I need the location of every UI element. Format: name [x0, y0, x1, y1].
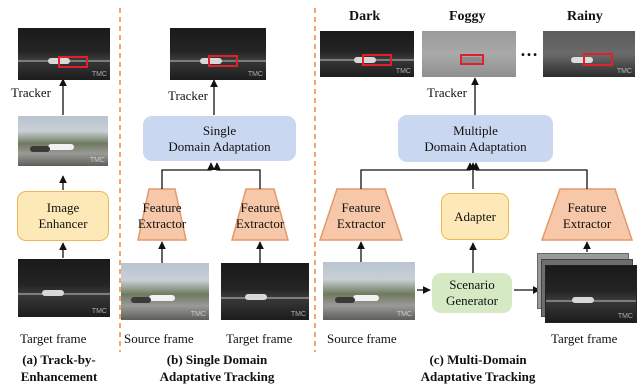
car: [353, 295, 379, 301]
feature-extractor-b-right-shape: [231, 188, 289, 241]
car: [149, 295, 175, 301]
tracker-label-a: Tracker: [11, 85, 51, 100]
tracking-bbox: [362, 54, 392, 66]
caption-a-line2: Enhancement: [20, 369, 98, 384]
tracking-bbox: [208, 55, 238, 67]
car: [335, 297, 355, 303]
header-foggy: Foggy: [449, 9, 486, 24]
watermark: TMC: [91, 308, 107, 315]
car: [354, 57, 376, 63]
car: [572, 297, 594, 303]
image-c-dark: TMC: [320, 31, 414, 77]
image-b-target-frame: TMC: [221, 263, 309, 320]
scenario-generator-box: Scenario Generator: [432, 273, 512, 313]
caption-c-line2: Adaptative Tracking: [420, 369, 536, 384]
watermark: TMC: [91, 71, 107, 78]
image-c-target-frame: TMC: [545, 265, 637, 323]
car: [42, 290, 64, 296]
arrow-b-fe-left-to-sda: [161, 162, 215, 189]
car: [245, 294, 267, 300]
multiple-domain-adaptation-box: Multiple Domain Adaptation: [398, 115, 553, 162]
tracker-label-b: Tracker: [168, 88, 208, 103]
feature-extractor-b-left-shape: [137, 188, 187, 241]
caption-b-line1: (b) Single Domain: [166, 352, 268, 367]
caption-c-line1: (c) Multi-Domain: [429, 352, 527, 367]
image-c-foggy: [422, 31, 516, 77]
watermark: TMC: [617, 313, 633, 320]
image-b-tracking-result: TMC: [170, 28, 266, 80]
ellipsis: …: [520, 40, 538, 60]
car: [571, 57, 593, 63]
target-frame-label-c: Target frame: [551, 331, 618, 346]
image-a-enhanced: TMC: [18, 116, 108, 166]
car: [48, 144, 74, 150]
image-enhancer-box: Image Enhancer: [17, 191, 109, 241]
header-rainy: Rainy: [567, 9, 603, 24]
caption-a-line1: (a) Track-by-: [22, 352, 96, 367]
road-line: [18, 293, 110, 295]
tracking-bbox: [583, 53, 613, 66]
watermark: TMC: [247, 71, 263, 78]
tracker-label-c: Tracker: [427, 85, 467, 100]
arrow-c-fe-right-to-mda: [472, 162, 588, 189]
target-frame-label-b: Target frame: [226, 331, 293, 346]
image-b-source-frame: TMC: [121, 263, 209, 320]
image-a-tracking-result: TMC: [18, 28, 110, 80]
caption-b-line2: Adaptative Tracking: [159, 369, 275, 384]
feature-extractor-c-right: Feature Extractor: [562, 200, 612, 231]
header-dark: Dark: [349, 9, 381, 24]
watermark: TMC: [190, 311, 206, 318]
watermark: TMC: [616, 68, 632, 75]
target-frame-label-a: Target frame: [20, 331, 87, 346]
watermark: TMC: [89, 157, 105, 164]
adapter-box: Adapter: [441, 193, 509, 240]
feature-extractor-c-left-shape: [318, 188, 404, 241]
car: [460, 57, 482, 63]
source-frame-label-c: Source frame: [327, 331, 397, 346]
feature-extractor-c-right-shape: [540, 188, 634, 241]
car: [131, 297, 151, 303]
image-c-source-frame: TMC: [323, 262, 415, 320]
feature-extractor-b-left: Feature Extractor: [137, 200, 187, 231]
source-frame-label-b: Source frame: [124, 331, 194, 346]
arrow-c-fe-left-to-mda: [360, 162, 474, 189]
car: [30, 146, 50, 152]
arrow-b-fe-right-to-sda: [213, 162, 261, 189]
car: [200, 58, 222, 64]
image-a-target-frame: TMC: [18, 259, 110, 317]
tracking-bbox: [58, 56, 88, 68]
watermark: TMC: [290, 311, 306, 318]
image-c-rainy: TMC: [543, 31, 635, 77]
watermark: TMC: [396, 311, 412, 318]
watermark: TMC: [395, 68, 411, 75]
feature-extractor-c-left: Feature Extractor: [336, 200, 386, 231]
single-domain-adaptation-box: Single Domain Adaptation: [143, 116, 296, 161]
feature-extractor-b-right: Feature Extractor: [235, 200, 285, 231]
tracking-bbox: [460, 54, 484, 65]
